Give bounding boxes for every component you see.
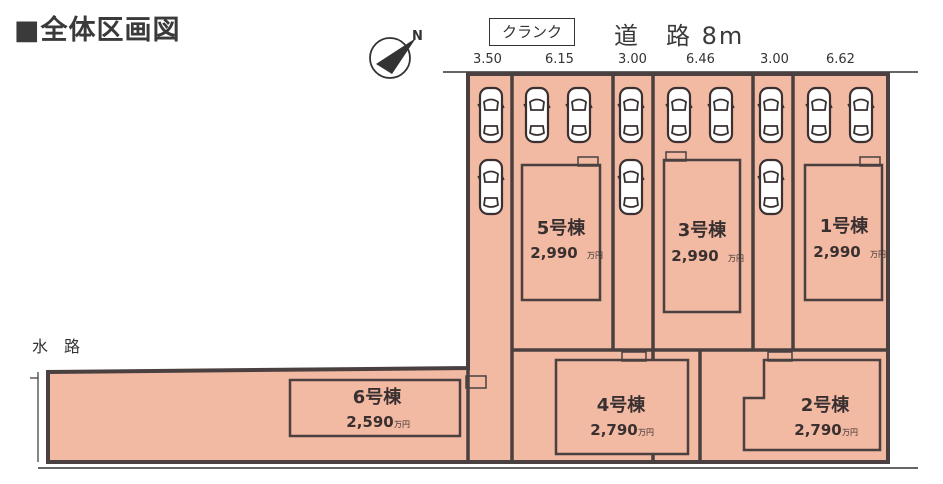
frontage-dim-1: 3.50 xyxy=(473,52,502,67)
compass-north-label: N xyxy=(412,29,423,44)
car-icon xyxy=(757,86,785,144)
frontage-dim-3: 3.00 xyxy=(618,52,647,67)
house-label-6: 6号棟 2,590 万円 xyxy=(346,386,410,431)
lot-boundaries xyxy=(466,74,888,462)
entrance-marks xyxy=(465,151,881,389)
frontage-dim-4: 6.46 xyxy=(686,52,715,67)
house-label-1: 1号棟 2,990 万円 xyxy=(813,215,886,261)
house-5-price: 2,990 xyxy=(530,244,577,262)
house-label-4: 4号棟 2,790 万円 xyxy=(590,394,654,439)
car-icon xyxy=(617,158,645,216)
car-icon xyxy=(757,158,785,216)
parking-spaces xyxy=(477,86,875,216)
waterway-label: 水 路 xyxy=(32,337,81,356)
house-6-name: 6号棟 xyxy=(353,386,403,408)
house-label-3: 3号棟 2,990 万円 xyxy=(671,219,744,265)
house-6-price: 2,590 xyxy=(346,413,393,431)
car-icon xyxy=(707,86,735,144)
car-icon xyxy=(805,86,833,144)
car-icon xyxy=(617,86,645,144)
footprint-house-3 xyxy=(662,158,742,314)
page-title: ■全体区画図 xyxy=(14,15,181,46)
car-icon xyxy=(523,86,551,144)
house-label-2: 2号棟 2,790 万円 xyxy=(794,394,858,439)
house-1-name: 1号棟 xyxy=(820,215,870,237)
footprint-house-6 xyxy=(288,378,462,438)
house-6-unit: 万円 xyxy=(394,420,410,429)
house-4-name: 4号棟 xyxy=(597,394,647,416)
footprint-house-2 xyxy=(742,358,882,452)
car-icon xyxy=(477,86,505,144)
house-label-5: 5号棟 2,990 万円 xyxy=(530,217,603,262)
house-1-unit: 万円 xyxy=(870,250,886,259)
house-5-name: 5号棟 xyxy=(537,217,587,239)
house-3-name: 3号棟 xyxy=(678,219,728,241)
house-4-price: 2,790 xyxy=(590,421,637,439)
north-compass-icon: N xyxy=(369,29,423,79)
footprint-house-1 xyxy=(803,163,884,302)
frontage-dim-6: 6.62 xyxy=(826,52,855,67)
footprint-house-5 xyxy=(520,163,602,302)
house-2-unit: 万円 xyxy=(842,428,858,437)
house-2-price: 2,790 xyxy=(794,421,841,439)
car-icon xyxy=(565,86,593,144)
house-5-unit: 万円 xyxy=(587,251,603,260)
road-label: 道 路 8m xyxy=(614,22,745,50)
car-icon xyxy=(477,158,505,216)
crank-label: クランク xyxy=(489,18,575,46)
car-icon xyxy=(665,86,693,144)
house-1-price: 2,990 xyxy=(813,243,860,261)
house-3-price: 2,990 xyxy=(671,247,718,265)
frontage-dim-2: 6.15 xyxy=(545,52,574,67)
frontage-dim-5: 3.00 xyxy=(760,52,789,67)
house-3-unit: 万円 xyxy=(728,254,744,263)
house-footprints xyxy=(288,158,884,456)
house-2-name: 2号棟 xyxy=(801,394,851,416)
house-4-unit: 万円 xyxy=(638,428,654,437)
car-icon xyxy=(847,86,875,144)
